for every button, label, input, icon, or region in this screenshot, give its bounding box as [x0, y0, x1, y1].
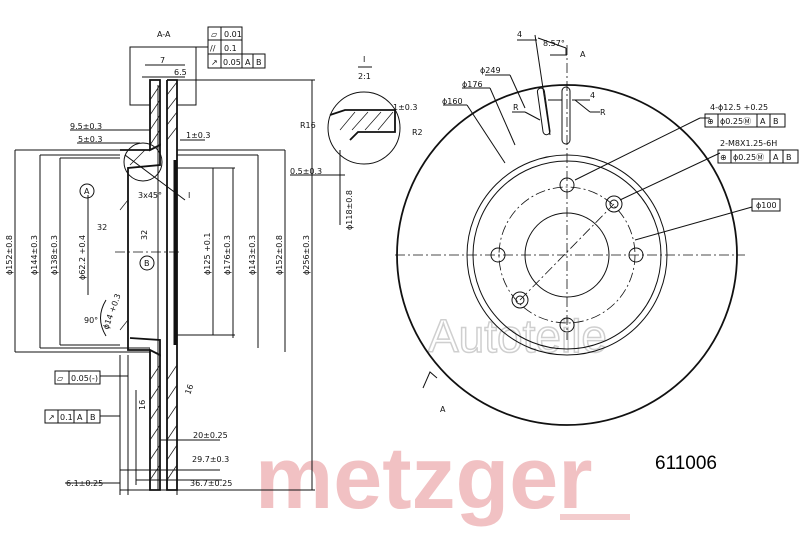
- front-view: 4 8.57° A A ϕ249 ϕ176 ϕ160 R R 4 4-ϕ12.5…: [395, 30, 799, 426]
- front_view-phi176-label: ϕ176: [462, 80, 483, 89]
- section_dims-d20-label: 20±0.25: [193, 431, 228, 440]
- tolerance_frame_runout-refs-0-label: A: [77, 413, 83, 422]
- datum-b: B: [144, 259, 150, 268]
- section_dims-detail_mark-label: I: [188, 191, 190, 200]
- detail-r_right-label: R2: [412, 128, 423, 137]
- front_view-r2-label: R: [600, 108, 606, 117]
- flatness-icon: ▱: [211, 30, 218, 39]
- front_view-holes_frame-value-label: ϕ0.25Ⓜ: [720, 117, 751, 126]
- section_dims-phi118-label: ϕ118±0.8: [345, 190, 354, 230]
- detail-scale-label: 2:1: [358, 72, 371, 81]
- section_dims-phi14-label: ϕ14 +0.3: [101, 292, 122, 330]
- detail-circle: [123, 142, 163, 182]
- section_dims-d1-label: 1±0.3: [186, 131, 211, 140]
- front_view-d4a-label: 4: [517, 30, 522, 39]
- watermark-sub: Autoteile: [428, 310, 607, 362]
- front_view-threads_frame-refs-0-label: A: [773, 153, 779, 162]
- tolerance_frame_flat-value-label: 0.05(-): [71, 374, 98, 383]
- front_view-holes_frame-refs-1-label: B: [773, 117, 779, 126]
- parallelism-icon: //: [210, 44, 216, 53]
- section_dims-rough_16a-label: 16: [138, 400, 147, 410]
- runout-icon: ↗: [48, 413, 55, 422]
- front_view-angle-label: 8.57°: [543, 39, 565, 48]
- section_dims-phi62-label: ϕ62.2 +0.4: [78, 235, 87, 280]
- section_dims-angle-label: 90°: [84, 316, 98, 325]
- slot: [536, 87, 551, 136]
- detail-r_left-label: R16: [300, 121, 316, 130]
- front_view-phi249-label: ϕ249: [480, 66, 501, 75]
- datum-a: A: [84, 187, 90, 196]
- section_dims-rough_32b-label: 32: [140, 230, 149, 240]
- detail-dim_1-label: 1±0.3: [393, 103, 418, 112]
- section_dims-d297-label: 29.7±0.3: [192, 455, 229, 464]
- detail-name-label: I: [363, 55, 365, 64]
- front_view-threads_frame-refs-1-label: B: [786, 153, 792, 162]
- tolerance_frame_runout-refs-1-label: B: [90, 413, 96, 422]
- front_view-threads_frame-value-label: ϕ0.25Ⓜ: [733, 153, 764, 162]
- tolerance_frame_top-2-refs-1-label: B: [256, 58, 262, 67]
- section_dims-phi125-label: ϕ125 +0.1: [203, 232, 212, 275]
- front_view-section_a_bottom-label: A: [440, 405, 446, 414]
- front_view-phi100-label: ϕ100: [756, 201, 777, 210]
- section_dims-phi152b-label: ϕ152±0.8: [275, 235, 284, 275]
- section_dims-d65-label: 6.5: [174, 68, 187, 77]
- section_dims-phi144-label: ϕ144±0.3: [30, 235, 39, 275]
- section_dims-phi143-label: ϕ143±0.3: [248, 235, 257, 275]
- part-number: 611006: [655, 453, 717, 474]
- runout-icon: ↗: [211, 58, 218, 67]
- section_dims-phi176-label: ϕ176±0.3: [223, 235, 232, 275]
- section_dims-rough_32a-label: 32: [97, 223, 107, 232]
- position-icon: ⊕: [707, 117, 714, 126]
- tolerance-frame-flat: ▱ 0.05(-): [54, 370, 101, 385]
- section_dims-phi138-label: ϕ138±0.3: [50, 235, 59, 275]
- watermark-brand: metzger: [255, 428, 592, 527]
- tolerance_frame_top-2-value-label: 0.05: [223, 58, 241, 67]
- tolerance-frame-top: ▱ // ↗ 0.01 0.1 0.05 A B: [129, 26, 266, 106]
- section_dims-d7-label: 7: [160, 56, 165, 65]
- section_dims-phi256-label: ϕ256±0.3: [302, 235, 311, 275]
- section_dims-d95-label: 9.5±0.3: [70, 122, 102, 131]
- watermark-bar: [560, 514, 630, 520]
- section_dims-phi152a-label: ϕ152±0.8: [5, 235, 14, 275]
- front_view-section_a_top-label: A: [580, 50, 586, 59]
- position-icon: ⊕: [720, 153, 727, 162]
- holes-position-frame: ⊕ ϕ0.25Ⓜ A B: [704, 113, 786, 128]
- section_dims-d5-label: 5±0.3: [78, 135, 103, 144]
- section-view: A-A ▱ // ↗ 0.01 0.1 0.05 A B: [5, 26, 354, 495]
- tolerance_frame_top-2-refs-0-label: A: [245, 58, 251, 67]
- section-label: A-A: [157, 30, 171, 39]
- flatness-icon: ▱: [57, 374, 64, 383]
- front_view-threads-label: 2-M8X1.25-6H: [720, 139, 777, 148]
- section_dims-d61-label: 6.1±0.25: [66, 479, 103, 488]
- front_view-d4b-label: 4: [590, 91, 595, 100]
- detail-view: I 2:1 R16 R2 1±0.3: [300, 55, 423, 165]
- slot: [561, 86, 571, 145]
- section_dims-d367-label: 36.7±0.25: [190, 479, 232, 488]
- section_dims-rough_16b-label: 16: [183, 383, 195, 396]
- front_view-phi160-label: ϕ160: [442, 97, 463, 106]
- section_dims-d05-label: 0.5±0.3: [290, 167, 322, 176]
- tolerance_frame_top-1-value-label: 0.1: [224, 44, 237, 53]
- front_view-r1-label: R: [513, 103, 519, 112]
- bolt-holes: [490, 177, 644, 333]
- section_dims-chamfer-label: 3x45°: [138, 191, 162, 200]
- threads-position-frame: ⊕ ϕ0.25Ⓜ A B: [717, 149, 799, 164]
- tolerance_frame_runout-value-label: 0.1: [60, 413, 73, 422]
- tolerance_frame_top-0-value-label: 0.01: [224, 30, 242, 39]
- front_view-holes-label: 4-ϕ12.5 +0.25: [710, 103, 768, 112]
- tolerance-frame-runout: ↗ 0.1 A B: [44, 409, 101, 424]
- front_view-holes_frame-refs-0-label: A: [760, 117, 766, 126]
